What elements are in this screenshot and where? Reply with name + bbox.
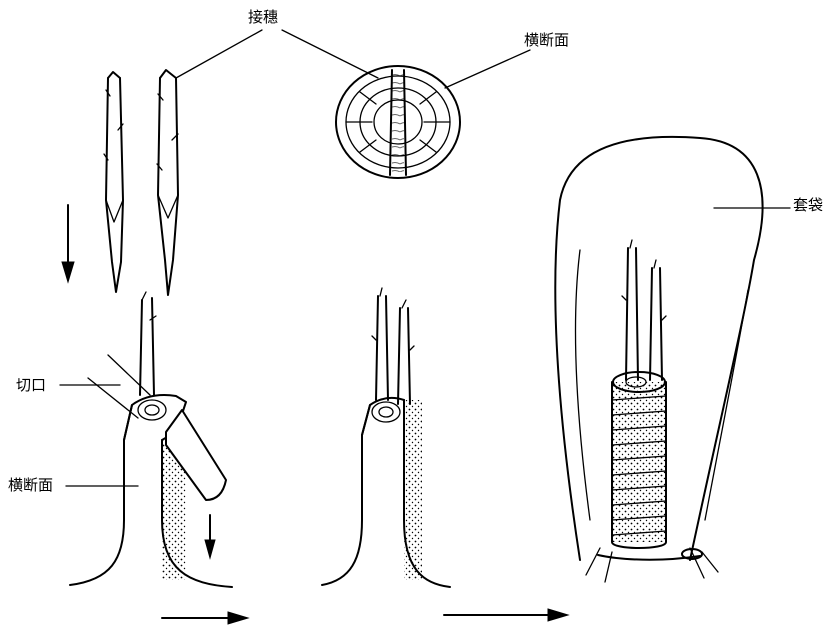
bagged-graft [555,137,762,582]
down-arrow-small [205,515,215,558]
right-arrow-2 [444,609,568,621]
cross-section-disc [336,66,460,178]
scion-stick-2 [157,70,178,295]
down-arrow-left [62,205,74,282]
right-arrow-1 [162,612,248,624]
cut-leader-lines [60,355,150,486]
scion-leader-lines [176,30,530,88]
scion-stick-1 [104,72,123,292]
rootstock-2 [322,288,450,587]
